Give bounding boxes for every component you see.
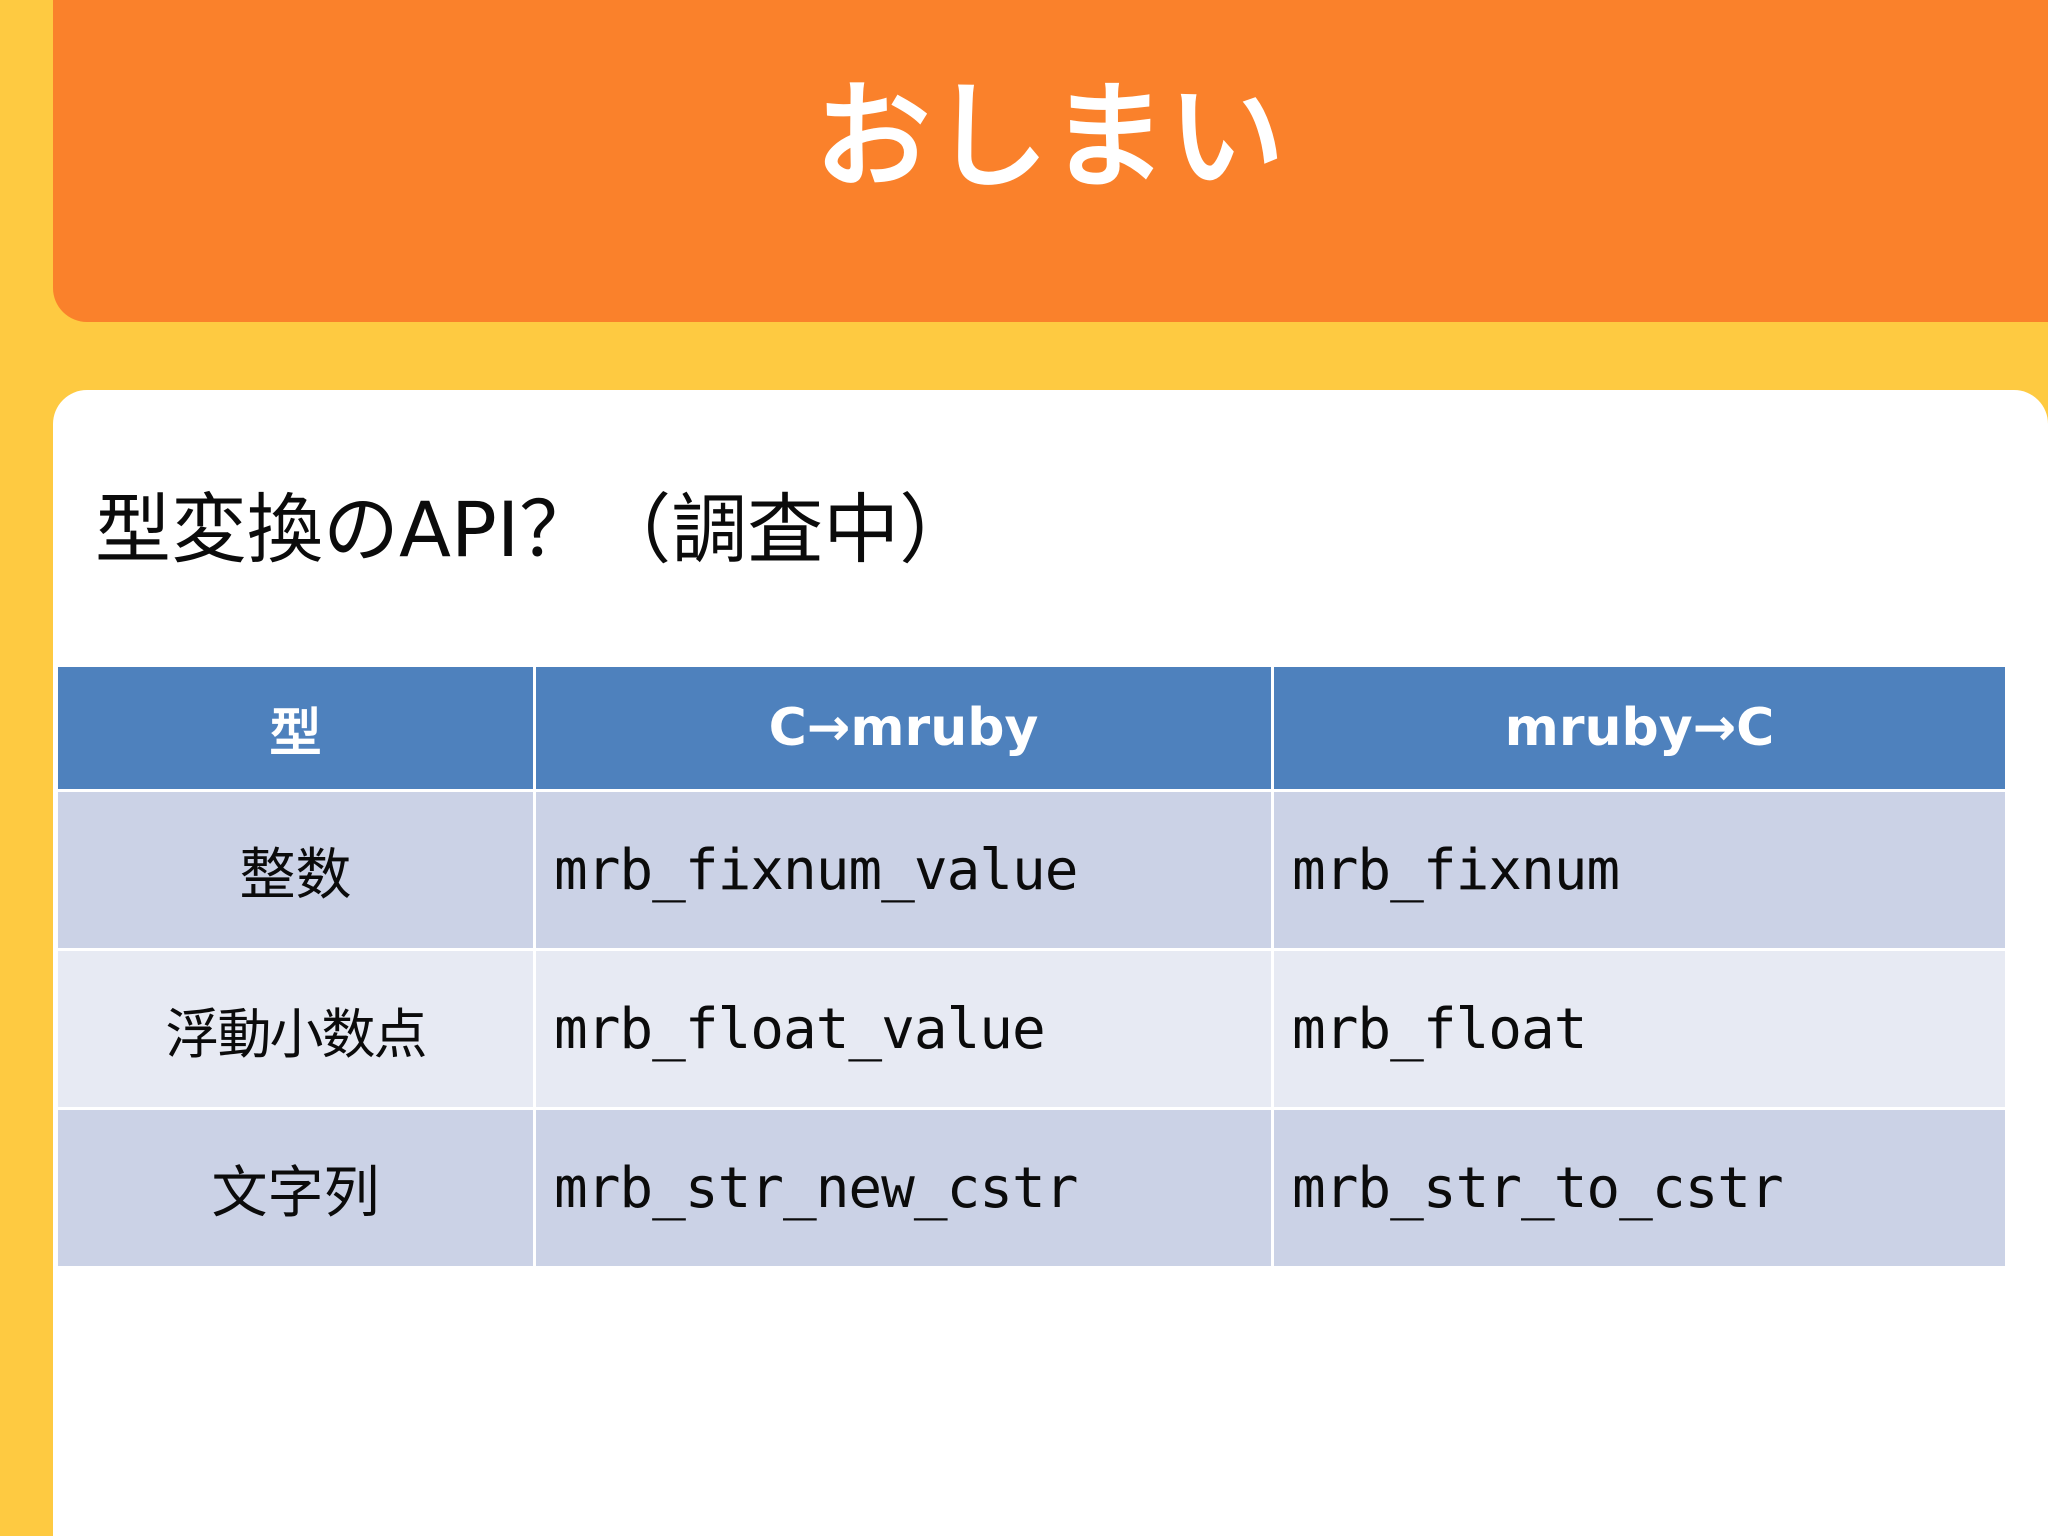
type-conversion-api-table: 型 C→mruby mruby→C 整数 mrb_fixnum_value mr… [55, 664, 2008, 1269]
title-banner: おしまい [53, 0, 2048, 322]
cell-type-string: 文字列 [58, 1110, 533, 1266]
cell-c-to-mruby-integer: mrb_fixnum_value [536, 792, 1271, 948]
cell-mruby-to-c-string: mrb_str_to_cstr [1274, 1110, 2005, 1266]
table-row: 整数 mrb_fixnum_value mrb_fixnum [58, 792, 2005, 948]
cell-type-integer: 整数 [58, 792, 533, 948]
column-header-c-to-mruby: C→mruby [536, 667, 1271, 789]
cell-mruby-to-c-float: mrb_float [1274, 951, 2005, 1107]
table-row: 浮動小数点 mrb_float_value mrb_float [58, 951, 2005, 1107]
cell-mruby-to-c-integer: mrb_fixnum [1274, 792, 2005, 948]
table-header-row: 型 C→mruby mruby→C [58, 667, 2005, 789]
cell-c-to-mruby-string: mrb_str_new_cstr [536, 1110, 1271, 1266]
slide-title: おしまい [814, 70, 1287, 205]
column-header-type: 型 [58, 667, 533, 789]
column-header-mruby-to-c: mruby→C [1274, 667, 2005, 789]
table-row: 文字列 mrb_str_new_cstr mrb_str_to_cstr [58, 1110, 2005, 1266]
section-heading: 型変換のAPI？（調査中） [95, 485, 976, 574]
cell-c-to-mruby-float: mrb_float_value [536, 951, 1271, 1107]
cell-type-float: 浮動小数点 [58, 951, 533, 1107]
content-card: 型変換のAPI？（調査中） 型 C→mruby mruby→C 整数 mrb_f… [53, 390, 2048, 1536]
